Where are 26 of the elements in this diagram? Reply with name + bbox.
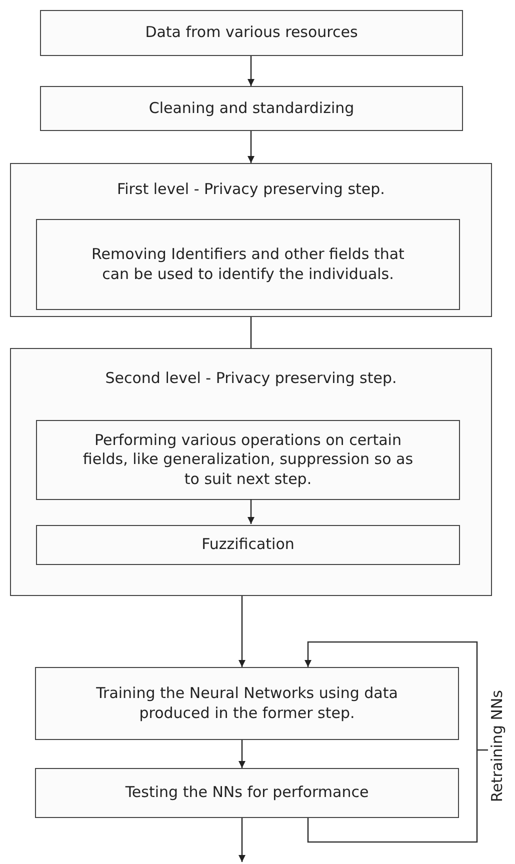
arrow: [238, 596, 246, 667]
arrow: [248, 131, 254, 163]
group-box: [10, 348, 492, 596]
process-box: [36, 420, 460, 500]
process-box: [36, 525, 460, 565]
process-box: [35, 667, 459, 740]
group-box: [10, 163, 492, 317]
loop-arrow: [304, 641, 478, 843]
process-box: [40, 10, 463, 56]
arrow: [238, 740, 246, 768]
arrow: [248, 499, 254, 524]
arrow: [248, 56, 254, 86]
process-box: [36, 219, 460, 310]
box-text: Cleaning and standardizing: [148, 98, 354, 118]
box-text: Removing Identifiers and other fields that can be used to identify the individuals.: [90, 245, 406, 284]
process-box: [35, 768, 459, 818]
group-heading: Second level - Privacy preserving step.: [105, 369, 397, 388]
box-text: Data from various resources: [145, 23, 358, 43]
arrow: [238, 818, 246, 862]
group-heading: First level - Privacy preserving step.: [117, 180, 385, 200]
process-box: [40, 86, 463, 131]
box-text: Fuzzification: [202, 535, 294, 555]
edge-label: Retraining NNs: [490, 690, 505, 802]
box-text: Performing various operations on certain fields, like generalization, suppression so as to suit next step.: [82, 430, 414, 490]
box-text: Training the Neural Networks using data produced in the former step.: [95, 684, 399, 723]
box-text: Testing the NNs for performance: [125, 783, 369, 803]
